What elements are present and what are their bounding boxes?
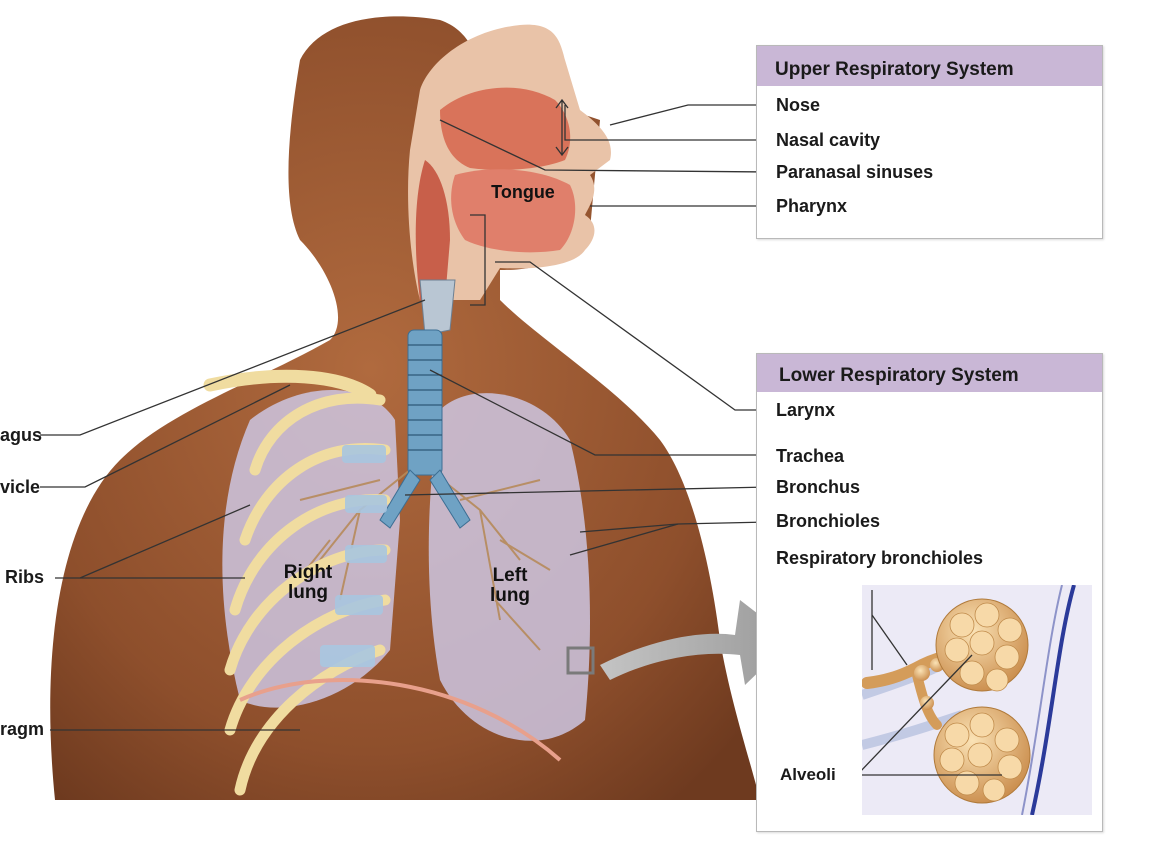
label-tongue: Tongue <box>491 182 555 202</box>
label-ribs: Ribs <box>5 567 45 587</box>
label-alveoli: Alveoli <box>780 765 836 784</box>
label-left-lung: Left lung <box>470 566 550 606</box>
label-paranasal-sinuses: Paranasal sinuses <box>776 162 934 182</box>
label-esophagus-cropped: agus <box>0 425 43 445</box>
label-trachea: Trachea <box>776 446 845 466</box>
right-lung-line1: Right <box>283 562 333 583</box>
right-lung <box>222 390 400 708</box>
tongue <box>451 169 576 253</box>
left-lung-line1: Left <box>492 565 528 586</box>
larynx <box>419 279 456 336</box>
label-diaphragm-cropped: ragm <box>0 719 45 739</box>
zoom-arrow <box>600 600 792 685</box>
left-lung-line2: lung <box>489 585 531 606</box>
right-lung-line2: lung <box>287 582 329 603</box>
nasal-cavity <box>440 87 571 170</box>
lower-panel-title: Lower Respiratory System <box>757 354 1102 392</box>
label-nose: Nose <box>776 95 821 115</box>
label-bronchioles: Bronchioles <box>776 511 881 531</box>
leader-lines <box>40 98 769 731</box>
torso-skin <box>50 16 760 801</box>
costal-cartilage <box>320 445 387 667</box>
left-lung <box>428 393 590 741</box>
diaphragm <box>239 678 562 762</box>
label-pharynx: Pharynx <box>776 196 848 216</box>
label-larynx: Larynx <box>776 400 836 420</box>
pharynx <box>415 160 450 300</box>
trachea <box>379 329 471 529</box>
upper-panel-title: Upper Respiratory System <box>757 46 1102 86</box>
label-respiratory-bronchioles: Respiratory bronchioles <box>776 548 984 568</box>
label-right-lung: Right lung <box>268 563 348 603</box>
label-bronchus: Bronchus <box>776 477 861 497</box>
trachea-rings <box>408 344 442 451</box>
zoom-box <box>566 646 595 675</box>
label-nasal-cavity: Nasal cavity <box>776 130 881 150</box>
upper-respiratory-panel: Upper Respiratory System <box>756 45 1103 239</box>
label-clavicle-cropped: vicle <box>0 477 41 497</box>
alveoli-inset <box>862 585 1092 815</box>
